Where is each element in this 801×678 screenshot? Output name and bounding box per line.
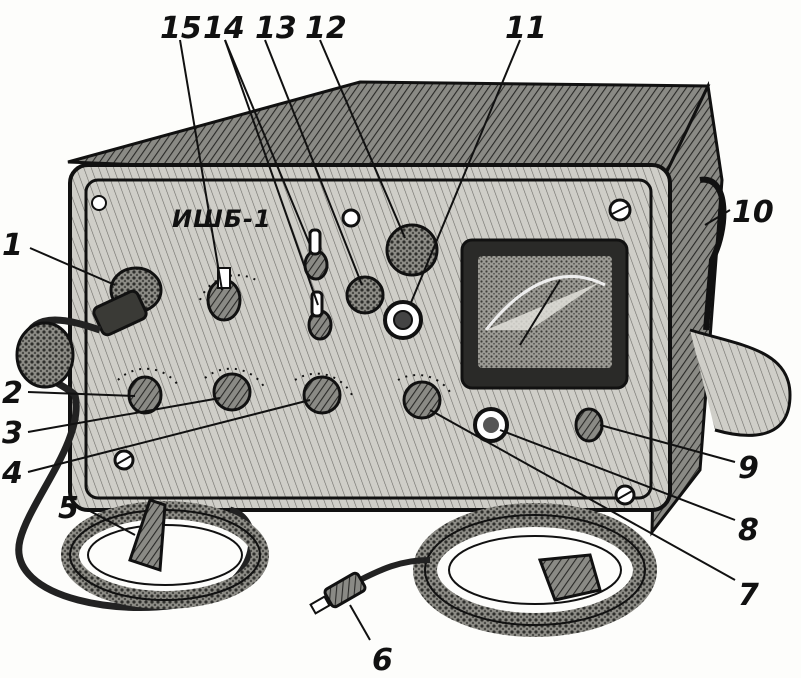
strap — [689, 328, 792, 437]
toggle-switch-14a[interactable] — [303, 228, 329, 281]
callout-12: 12 — [305, 11, 347, 46]
knob-15[interactable] — [199, 267, 257, 322]
plug-body — [537, 553, 602, 602]
callout-3: 3 — [2, 416, 23, 451]
knob-4[interactable] — [294, 372, 353, 415]
callout-14: 14 — [203, 11, 245, 46]
model-label: ИШБ-1 — [172, 205, 272, 233]
callout-2: 2 — [2, 376, 23, 411]
callout-11: 11 — [505, 11, 547, 46]
knob-12[interactable] — [385, 223, 439, 277]
callout-9: 9 — [738, 451, 759, 486]
callout-7: 7 — [738, 578, 759, 613]
callout-8: 8 — [738, 513, 759, 548]
meter — [460, 238, 629, 390]
screw-icon — [91, 195, 107, 211]
cable — [358, 557, 431, 583]
callout-4: 4 — [1, 456, 23, 491]
leader-lines — [27, 39, 736, 641]
screw-icon — [341, 208, 361, 228]
plug-6 — [309, 571, 367, 615]
case-handle — [699, 176, 727, 331]
knob-3[interactable] — [204, 367, 267, 412]
callout-15: 15 — [160, 11, 202, 46]
callout-1: 1 — [2, 228, 23, 263]
callout-10: 10 — [732, 195, 774, 230]
callout-13: 13 — [255, 11, 297, 46]
switch-9[interactable] — [574, 407, 604, 443]
button-8[interactable] — [473, 407, 509, 443]
callout-5: 5 — [58, 491, 79, 526]
probe-5 — [128, 498, 167, 573]
knob-13[interactable] — [345, 275, 385, 315]
front-panel-inner — [84, 178, 653, 500]
connector-1[interactable] — [92, 266, 163, 337]
knob-11[interactable] — [383, 300, 423, 340]
callout-6: 6 — [372, 643, 393, 678]
plug-body — [15, 321, 75, 389]
knob-7[interactable] — [397, 374, 453, 420]
